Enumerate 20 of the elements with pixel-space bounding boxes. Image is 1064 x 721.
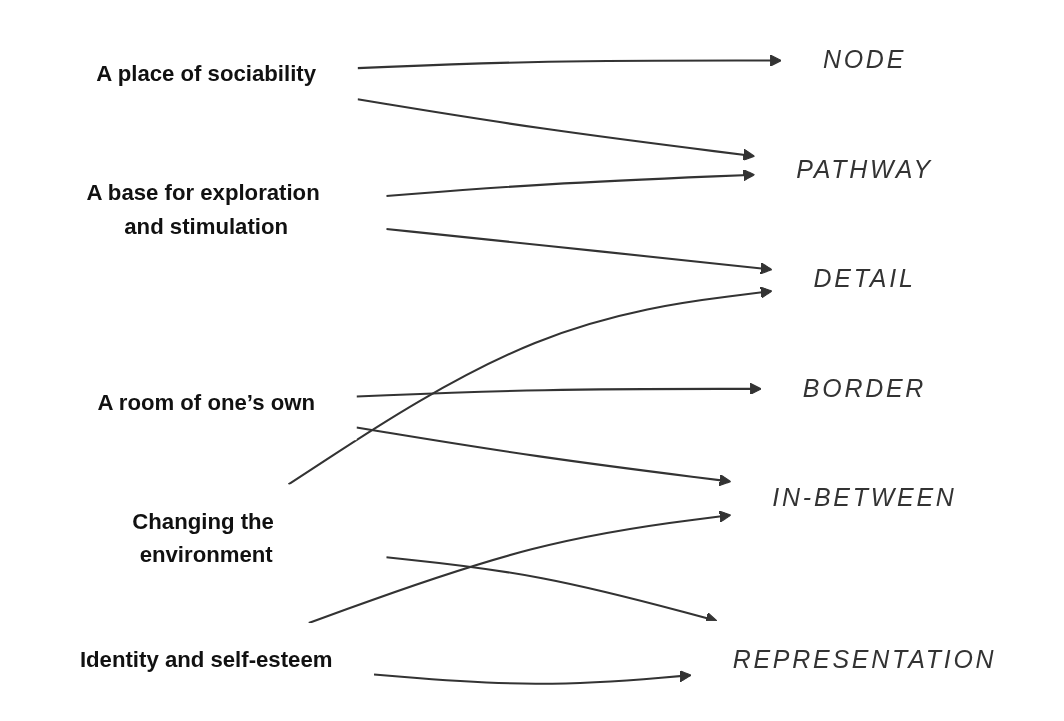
node-text: A room of one’s own [97, 390, 315, 414]
node-text: IN-BETWEEN [772, 483, 957, 512]
arrow [386, 169, 756, 197]
node-text: Identity and self-esteem [79, 647, 333, 672]
arrow [356, 382, 762, 398]
arrow [287, 286, 773, 486]
node-text: BORDER [802, 374, 927, 403]
arrow [386, 227, 773, 275]
node-text: A base for exploration and stimulation [86, 181, 320, 238]
node-text: REPRESENTATION [732, 645, 997, 674]
arrow [308, 510, 732, 624]
arrow [357, 98, 756, 161]
node-text: Changing the environment [132, 509, 274, 567]
node-text: NODE [822, 46, 907, 74]
arrow [356, 426, 732, 487]
node-text: A place of sociability [96, 61, 317, 86]
node-text: DETAIL [813, 264, 916, 293]
arrow [357, 54, 782, 70]
node-text: PATHWAY [796, 155, 933, 184]
arrow [373, 670, 692, 685]
